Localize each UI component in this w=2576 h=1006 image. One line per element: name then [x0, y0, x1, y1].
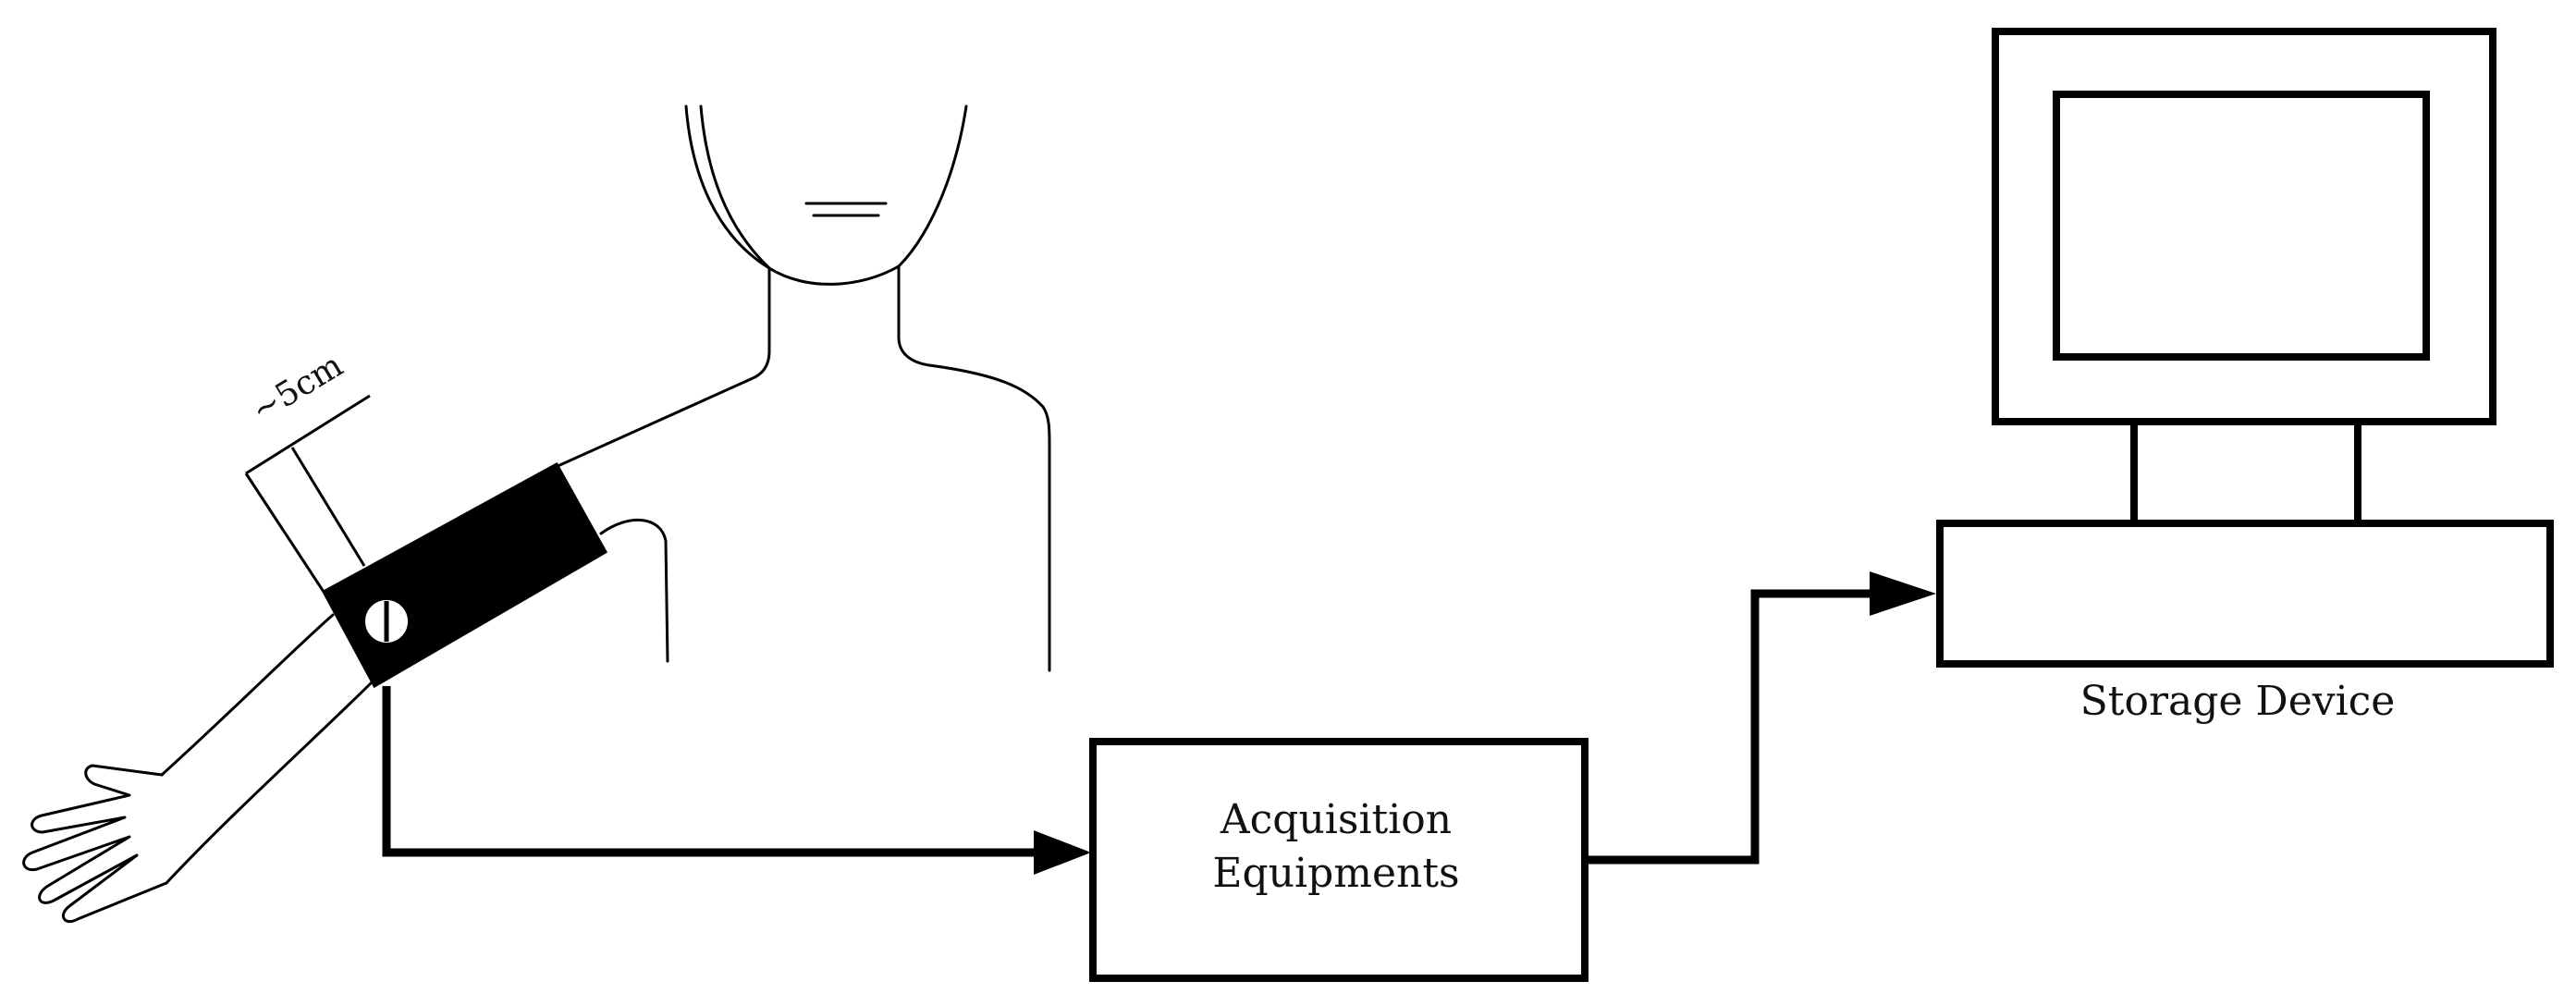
acquisition-label: Acquisition Equipments [1096, 793, 1576, 901]
cuff-band [321, 461, 608, 689]
face-left-outline-inner [699, 104, 771, 270]
acquisition-label-line2: Equipments [1212, 850, 1460, 897]
neck-right [897, 264, 931, 367]
human-figure [544, 104, 1051, 672]
acquisition-to-storage-line [1587, 589, 1882, 865]
face-right-outline [897, 104, 968, 268]
left-shoulder [544, 377, 753, 473]
mouth [804, 202, 888, 217]
arm-to-acquisition-line [382, 686, 1045, 857]
arrow-to-storage-icon [1870, 571, 1936, 616]
chin [767, 264, 901, 286]
right-shoulder-torso [927, 363, 1051, 672]
acquisition-box [1089, 738, 1589, 982]
human-arm [22, 613, 376, 924]
storage-base-box [1936, 520, 2554, 668]
distance-bracket [244, 394, 371, 593]
upper-arm-bottom [165, 678, 376, 885]
upper-arm-top [160, 613, 335, 777]
acquisition-label-line1: Acquisition [1220, 796, 1453, 843]
arrow-to-acquisition-icon [1034, 830, 1091, 875]
face-left-outline [684, 104, 771, 270]
monitor-screen [2053, 91, 2430, 361]
storage-device-label: Storage Device [2079, 678, 2396, 725]
arm-cuff [321, 461, 608, 689]
computer-icon [1936, 28, 2554, 668]
neck-left [749, 266, 771, 381]
connectors [382, 589, 1882, 865]
hand [22, 764, 168, 924]
torso-left [599, 519, 669, 663]
